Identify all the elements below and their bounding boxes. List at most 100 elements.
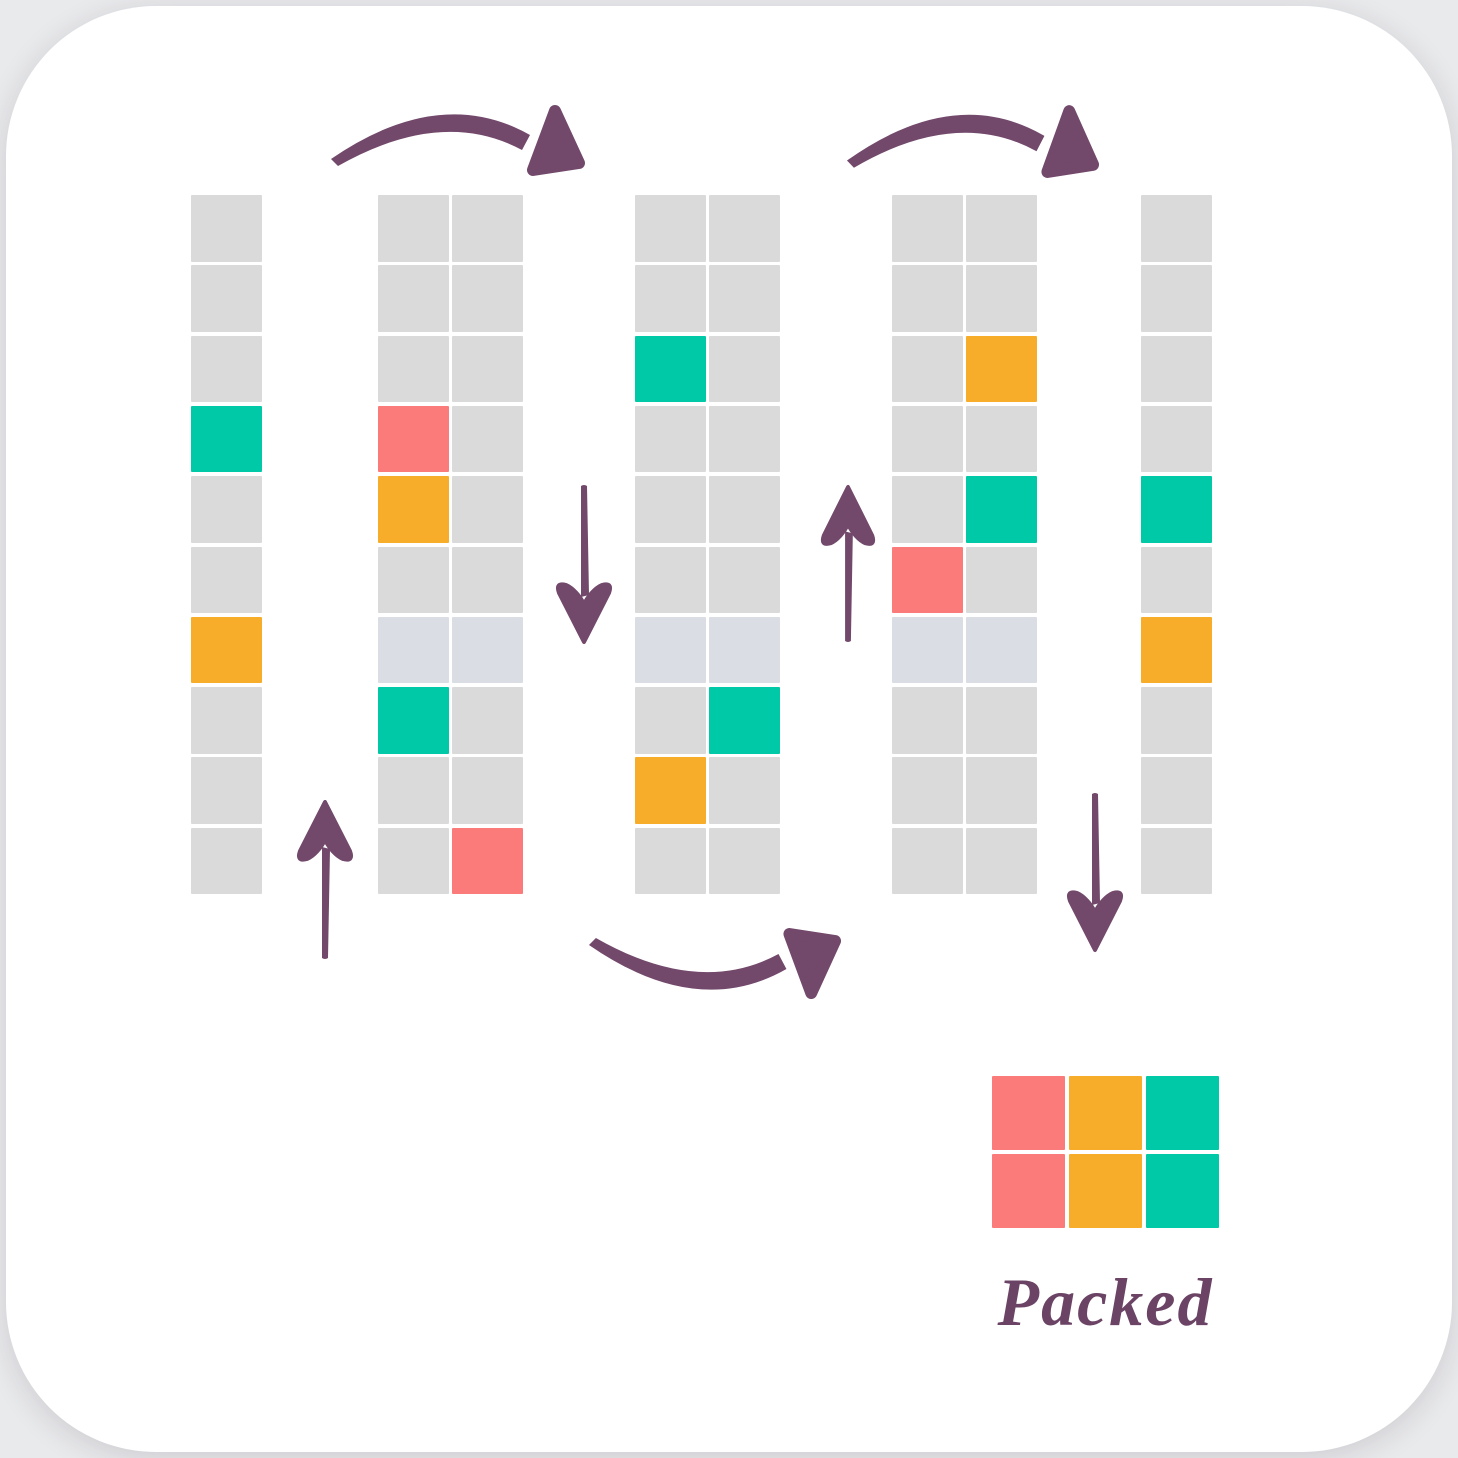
item-cell-teal: [378, 687, 449, 754]
empty-cell: [708, 546, 780, 613]
empty-cell: [191, 265, 262, 332]
item-cell-orange: [965, 335, 1037, 403]
item-cell-teal: [191, 405, 262, 473]
empty-cell: [451, 757, 523, 824]
empty-cell: [635, 405, 706, 473]
empty-cell: [635, 195, 706, 262]
empty-cell: [191, 335, 262, 403]
hop-arrow-right-icon: [844, 98, 1100, 180]
empty-cell: [965, 616, 1037, 684]
stack-3: [635, 195, 780, 895]
empty-cell: [378, 195, 449, 262]
empty-cell: [892, 757, 963, 824]
stack-4: [892, 195, 1037, 895]
empty-cell: [892, 687, 963, 754]
empty-cell: [451, 687, 523, 754]
item-cell-teal: [708, 687, 780, 754]
item-cell-teal: [965, 476, 1037, 543]
empty-cell: [635, 827, 706, 895]
item-cell-teal: [1141, 476, 1212, 543]
empty-cell: [1141, 687, 1212, 754]
empty-cell: [451, 195, 523, 262]
stack-1: [191, 195, 262, 895]
hop-arrow-bottom-icon: [586, 926, 842, 1006]
empty-cell: [635, 546, 706, 613]
empty-cell: [892, 335, 963, 403]
empty-cell: [708, 476, 780, 543]
empty-cell: [1141, 335, 1212, 403]
empty-cell: [892, 827, 963, 895]
packed-cell-teal: [1146, 1076, 1219, 1150]
down-arrow-right-icon: [1064, 791, 1126, 953]
empty-cell: [191, 546, 262, 613]
empty-cell: [451, 476, 523, 543]
packed-cell-orange: [1069, 1076, 1142, 1150]
empty-cell: [892, 616, 963, 684]
empty-cell: [708, 827, 780, 895]
empty-cell: [892, 265, 963, 332]
down-arrow-mid-icon: [553, 483, 615, 645]
empty-cell: [965, 757, 1037, 824]
empty-cell: [1141, 405, 1212, 473]
empty-cell: [1141, 546, 1212, 613]
empty-cell: [378, 265, 449, 332]
stack-5: [1141, 195, 1212, 895]
empty-cell: [1141, 195, 1212, 262]
hop-arrow-left-icon: [328, 98, 586, 178]
packed-cell-red: [992, 1076, 1065, 1150]
packed-label: Packed: [997, 1264, 1214, 1340]
empty-cell: [191, 757, 262, 824]
empty-cell: [708, 335, 780, 403]
empty-cell: [191, 476, 262, 543]
empty-cell: [708, 405, 780, 473]
empty-cell: [708, 195, 780, 262]
empty-cell: [965, 195, 1037, 262]
empty-cell: [708, 616, 780, 684]
empty-cell: [708, 265, 780, 332]
item-cell-orange: [378, 476, 449, 543]
empty-cell: [191, 827, 262, 895]
up-arrow-left-icon: [294, 799, 356, 961]
packed-cell-red: [992, 1154, 1065, 1228]
empty-cell: [378, 335, 449, 403]
item-cell-red: [892, 546, 963, 613]
empty-cell: [965, 405, 1037, 473]
empty-cell: [1141, 757, 1212, 824]
empty-cell: [892, 405, 963, 473]
empty-cell: [378, 546, 449, 613]
empty-cell: [451, 405, 523, 473]
empty-cell: [191, 687, 262, 754]
empty-cell: [191, 195, 262, 262]
item-cell-red: [378, 405, 449, 473]
empty-cell: [965, 546, 1037, 613]
empty-cell: [708, 757, 780, 824]
empty-cell: [635, 687, 706, 754]
stack-2: [378, 195, 523, 895]
packed-cell-teal: [1146, 1154, 1219, 1228]
empty-cell: [378, 827, 449, 895]
empty-cell: [451, 265, 523, 332]
item-cell-orange: [1141, 616, 1212, 684]
item-cell-orange: [191, 616, 262, 684]
empty-cell: [1141, 827, 1212, 895]
empty-cell: [635, 265, 706, 332]
empty-cell: [965, 687, 1037, 754]
empty-cell: [892, 476, 963, 543]
empty-cell: [378, 616, 449, 684]
empty-cell: [451, 616, 523, 684]
empty-cell: [451, 546, 523, 613]
empty-cell: [965, 265, 1037, 332]
empty-cell: [635, 616, 706, 684]
item-cell-orange: [635, 757, 706, 824]
empty-cell: [378, 757, 449, 824]
item-cell-red: [451, 827, 523, 895]
up-arrow-mid-icon: [818, 484, 878, 644]
item-cell-teal: [635, 335, 706, 403]
empty-cell: [892, 195, 963, 262]
packed-cell-orange: [1069, 1154, 1142, 1228]
empty-cell: [965, 827, 1037, 895]
